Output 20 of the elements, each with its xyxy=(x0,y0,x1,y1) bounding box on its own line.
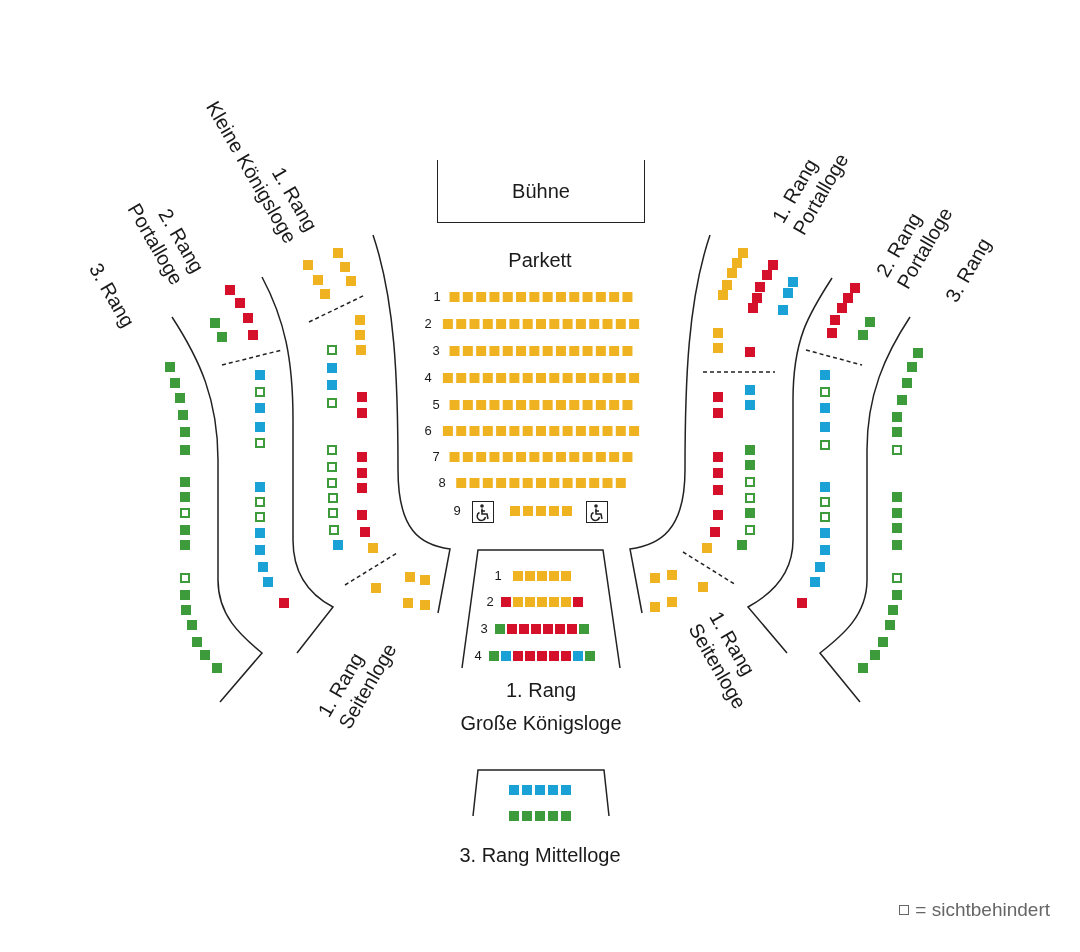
area-label: Parkett xyxy=(508,248,572,273)
section-label: 3. Rang Mittelloge xyxy=(459,843,621,868)
row-number: 3 xyxy=(480,620,488,639)
row-number: 2 xyxy=(486,593,494,612)
row-number: 1 xyxy=(433,288,441,307)
row-number: 5 xyxy=(432,396,440,415)
row-number: 9 xyxy=(453,502,461,521)
section-label: Große Königsloge xyxy=(460,711,622,736)
row-number: 2 xyxy=(424,315,432,334)
stage-box xyxy=(437,160,645,223)
section-label: 1. Rang xyxy=(505,678,576,703)
row-number: 4 xyxy=(424,369,432,388)
row-number: 6 xyxy=(424,422,432,441)
row-number: 4 xyxy=(474,647,482,666)
row-number: 3 xyxy=(432,342,440,361)
row-number: 7 xyxy=(432,448,440,467)
row-number: 1 xyxy=(494,567,502,586)
legend-label: = sichtbehindert xyxy=(915,897,1050,922)
row-number: 8 xyxy=(438,474,446,493)
stage-label: Bühne xyxy=(512,179,570,204)
